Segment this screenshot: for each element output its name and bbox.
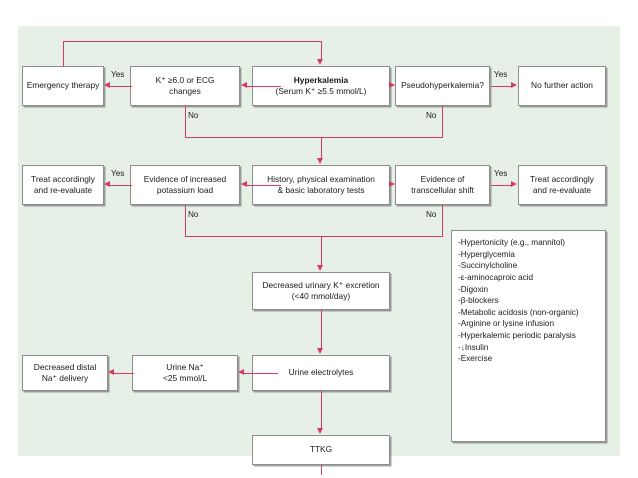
cause-item: -Exercise (458, 354, 493, 364)
edge-feedback-arrowhead (317, 59, 324, 65)
node-urine-electrolytes-label: Urine electrolytes (288, 367, 354, 378)
edge-electrolytes-to-ttkg (321, 391, 322, 429)
edge-feedback-left-riser (63, 41, 64, 67)
node-emergency-therapy-label: Emergency therapy (26, 80, 100, 91)
node-treat-right-line2: and re-evaluate (532, 185, 592, 195)
node-decreased-distal-line2: Na⁺ delivery (41, 373, 89, 383)
cause-item: -Hyperglycemia (458, 249, 515, 259)
cause-item: -Hypertonicity (e.g., mannitol) (458, 238, 565, 247)
node-transcellular-line2: transcellular shift (411, 185, 474, 195)
node-treat-right[interactable]: Treat accordingly and re-evaluate (518, 165, 606, 205)
edge-label-yes-increased-load: Yes (111, 169, 125, 178)
edge-row2-merge-arrowhead (317, 265, 324, 271)
node-pseudohyperkalemia-label: Pseudohyperkalemia? (401, 80, 484, 91)
node-k-threshold-line1: K⁺ ≥6.0 or ECG (155, 74, 215, 85)
cause-item: -Metabolic acidosis (non-organic) (458, 307, 579, 317)
node-decreased-distal-sodium-delivery[interactable]: Decreased distal Na⁺ delivery (22, 355, 108, 391)
edge-feedback-top (63, 41, 321, 42)
edge-electrolytes-to-urine-na (244, 373, 278, 374)
edge-transcellular-to-treat-right (491, 185, 512, 186)
node-urine-sodium[interactable]: Urine Na⁺ <25 mmol/L (132, 355, 238, 391)
edge-label-no-k: No (188, 111, 199, 120)
cause-item: -Digoxin (458, 284, 489, 294)
cause-item: -β-blockers (458, 296, 499, 306)
edge-no-k-drop (185, 106, 186, 137)
edge-history-to-transcellular-arrowhead (389, 181, 395, 188)
node-increased-potassium-load[interactable]: Evidence of increased potassium load (130, 165, 240, 205)
node-increased-load-line1: Evidence of increased (143, 173, 227, 184)
edge-hyperkalemia-to-k (247, 86, 281, 87)
cause-item: -Arginine or lysine infusion (458, 319, 555, 329)
cause-item: -↓Insulin (458, 342, 489, 352)
node-k-threshold-line2: changes (169, 86, 201, 96)
edge-electrolytes-to-urine-na-arrowhead (238, 369, 244, 376)
edge-urine-na-to-distal (114, 373, 134, 374)
node-k-threshold[interactable]: K⁺ ≥6.0 or ECG changes (130, 66, 240, 106)
slide-canvas: Emergency therapy K⁺ ≥6.0 or ECG changes… (18, 26, 620, 475)
node-ttkg-label: TTKG (309, 444, 333, 455)
edge-label-no-pseudo: No (426, 111, 437, 120)
edge-pseudo-to-no-action-arrowhead (511, 82, 517, 89)
node-transcellular-line1: Evidence of (420, 173, 465, 184)
node-treat-left[interactable]: Treat accordingly and re-evaluate (22, 165, 104, 205)
edge-k-to-emergency (110, 86, 132, 87)
edge-label-yes-pseudo: Yes (494, 70, 508, 79)
node-urine-sodium-line2: <25 mmol/L (163, 373, 207, 383)
edge-row2-merge-drop (321, 236, 322, 266)
node-emergency-therapy[interactable]: Emergency therapy (22, 66, 104, 106)
edge-label-no-transcellular: No (426, 210, 437, 219)
edge-hyperkalemia-to-pseudo-arrowhead (389, 82, 395, 89)
node-treat-left-line2: and re-evaluate (33, 185, 93, 195)
node-decreased-excretion-line1: Decreased urinary K⁺ excretion (262, 279, 380, 290)
edge-pseudo-to-no-action (491, 86, 512, 87)
edge-excretion-to-electrolytes (321, 310, 322, 349)
edge-load-to-treat-left (110, 185, 132, 186)
edge-history-to-load-arrowhead (241, 181, 247, 188)
transcellular-causes-panel: -Hypertonicity (e.g., mannitol) -Hypergl… (451, 230, 606, 442)
node-urine-electrolytes[interactable]: Urine electrolytes (252, 355, 390, 391)
edge-history-to-load (247, 185, 281, 186)
edge-k-to-emergency-arrowhead (104, 82, 110, 89)
edge-label-yes-emergency: Yes (111, 70, 125, 79)
edge-no-pseudo-drop (442, 106, 443, 137)
node-urine-sodium-line1: Urine Na⁺ (166, 361, 204, 372)
node-pseudohyperkalemia[interactable]: Pseudohyperkalemia? (395, 66, 490, 106)
node-history-line2: & basic laboratory tests (277, 185, 365, 195)
node-decreased-urinary-excretion[interactable]: Decreased urinary K⁺ excretion (<40 mmol… (252, 272, 390, 310)
edge-load-to-treat-left-arrowhead (104, 181, 110, 188)
edge-ttkg-outlet (321, 465, 322, 475)
node-treat-right-line1: Treat accordingly (530, 173, 594, 184)
node-hyperkalemia-line2: (Serum K⁺ ≥5.5 mmol/L) (275, 86, 367, 96)
edge-row2-merge-bus (185, 236, 443, 237)
edge-electrolytes-to-ttkg-arrowhead (317, 428, 324, 434)
edge-excretion-to-electrolytes-arrowhead (317, 348, 324, 354)
edge-transcellular-to-treat-right-arrowhead (511, 181, 517, 188)
edge-row1-merge-arrowhead (317, 158, 324, 164)
edge-hyperkalemia-to-k-arrowhead (241, 82, 247, 89)
node-decreased-distal-line1: Decreased distal (33, 361, 97, 372)
edge-row1-merge-bus (185, 137, 443, 138)
node-hyperkalemia-line1: Hyperkalemia (293, 74, 349, 85)
edge-label-no-increased-load: No (188, 210, 199, 219)
cause-item: -Succinylcholine (458, 261, 518, 271)
node-ttkg[interactable]: TTKG (252, 435, 390, 465)
edge-row1-merge-drop (321, 137, 322, 159)
edge-urine-na-to-distal-arrowhead (108, 369, 114, 376)
edge-no-transcellular-drop (442, 205, 443, 236)
edge-label-yes-transcellular: Yes (494, 169, 508, 178)
node-no-further-action[interactable]: No further action (518, 66, 606, 106)
node-history-line1: History, physical examination (267, 173, 375, 184)
node-no-further-action-label: No further action (531, 80, 593, 91)
edge-no-load-drop (185, 205, 186, 236)
node-increased-load-line2: potassium load (156, 185, 214, 195)
edge-feedback-right-drop (321, 41, 322, 60)
cause-item: -ε-aminocaproic acid (458, 272, 534, 282)
node-transcellular-shift[interactable]: Evidence of transcellular shift (395, 165, 490, 205)
node-treat-left-line1: Treat accordingly (31, 173, 95, 184)
cause-item: -Hyperkalemic periodic paralysis (458, 331, 576, 341)
node-decreased-excretion-line2: (<40 mmol/day) (291, 291, 351, 301)
